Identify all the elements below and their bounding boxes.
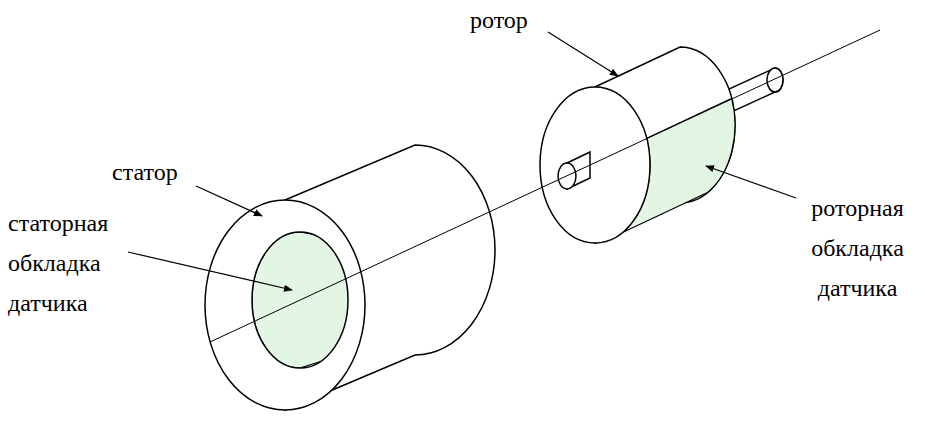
leader-arrow: [128, 252, 292, 290]
stator-face: [205, 200, 365, 410]
leader-arrow: [548, 32, 618, 76]
part-name: статор: [112, 152, 178, 192]
axis-line: [210, 30, 880, 342]
part-name: роторная обкладка датчика: [795, 188, 920, 308]
leader-arrow: [706, 166, 796, 198]
part-name: ротор: [470, 0, 528, 40]
rear-shaft-end: [767, 68, 783, 92]
part-name: статорная обкладка датчика: [8, 203, 133, 323]
rotor-face: [540, 87, 650, 243]
leader-arrow: [196, 186, 262, 216]
